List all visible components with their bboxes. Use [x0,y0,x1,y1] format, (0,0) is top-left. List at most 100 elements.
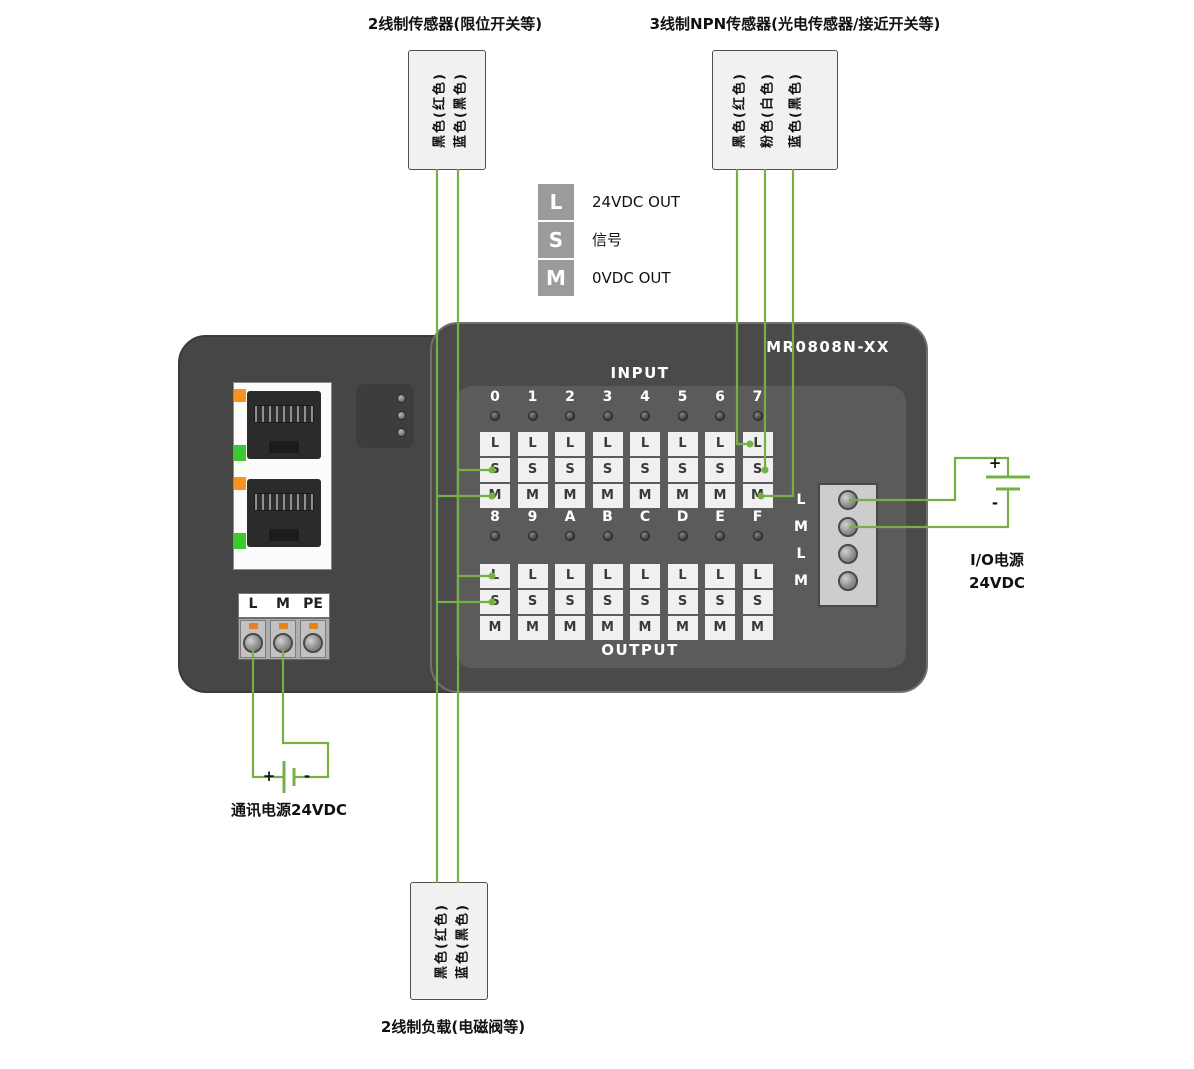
io-terminal-label: L [796,546,806,562]
output-terminal-m: M [480,616,510,640]
junction-dot [488,492,496,500]
power-terminal-label: L [248,596,258,612]
io-terminal-label: M [794,519,808,535]
junction-dot [488,572,496,580]
legend-key: S [538,222,574,258]
output-terminal-l: L [705,564,735,588]
input-channel-led [677,411,688,421]
output-channel-number: F [752,509,763,525]
io-screw-terminal [838,544,858,564]
output-terminal-s: S [630,590,660,614]
input-channel-number: 2 [565,389,575,405]
output-channel-number: B [602,509,613,525]
rj45-pins-icon [254,493,314,511]
output-terminal-m: M [555,616,585,640]
junction-dot [757,492,765,500]
device-model: MR0808N-XX [766,338,890,356]
comm-battery-plus-sign: + [262,767,276,785]
wire-comm-power-minus [281,648,330,779]
link-led-orange-2 [234,477,246,490]
input-terminal-l: L [667,432,698,456]
caption-2wire-sensor: 2线制传感器(限位开关等) [367,15,543,33]
output-channel-number: 8 [490,509,500,525]
input-terminal-m: M [517,484,548,508]
input-terminal-l: L [555,432,585,456]
output-channel-led [490,531,500,541]
output-channel-number: E [715,509,725,525]
wire-io-power-plus [848,456,1010,502]
output-channel-led [715,531,725,541]
rj45-port-1 [247,391,321,459]
caption-io-power-line1: I/O电源 [970,551,1024,569]
output-terminal-m: M [592,616,623,640]
terminal-release-button [279,623,288,629]
input-channel-number: 0 [490,389,500,405]
output-terminal-s: S [517,590,548,614]
output-terminal-s: S [555,590,585,614]
legend-key: M [538,260,574,296]
input-terminal-m: M [592,484,623,508]
input-terminal-l: L [480,432,510,456]
input-channel-led [640,411,650,421]
input-channel-led [565,411,575,421]
input-terminal-l: L [742,432,773,456]
output-terminal-l: L [555,564,585,588]
input-channel-led [752,411,763,421]
rj45-pins-icon [254,405,314,423]
input-channel-number: 6 [715,389,725,405]
rj45-port-2 [247,479,321,547]
output-channel-number: A [564,509,576,525]
io-battery-plus-sign: + [988,454,1002,472]
wire-color-box-2wire-load: 黑色(红色)蓝色(黑色) [410,882,488,1000]
input-terminal-s: S [555,458,585,482]
input-section-label: INPUT [610,364,670,382]
output-terminal-m: M [705,616,735,640]
input-terminal-m: M [630,484,660,508]
output-terminal-s: S [705,590,735,614]
power-terminal-label: M [276,596,290,612]
caption-2wire-load: 2线制负载(电磁阀等) [380,1018,526,1036]
status-led-3 [397,428,406,437]
output-terminal-m: M [667,616,698,640]
input-channel-led [715,411,725,421]
output-terminal-s: S [742,590,773,614]
io-terminal-label: L [796,492,806,508]
io-battery-minus-sign: - [991,494,999,512]
input-channel-led [527,411,538,421]
input-terminal-s: S [592,458,623,482]
input-channel-led [490,411,500,421]
screw-terminal [303,633,323,653]
output-channel-number: 9 [527,509,538,525]
input-terminal-s: S [517,458,548,482]
output-terminal-l: L [742,564,773,588]
output-terminal-s: S [667,590,698,614]
terminal-release-button [309,623,318,629]
output-channel-led [677,531,688,541]
legend-desc: 24VDC OUT [592,193,681,211]
power-terminal-label: PE [303,596,323,612]
legend-desc: 信号 [592,231,623,249]
input-terminal-l: L [705,432,735,456]
output-terminal-l: L [630,564,660,588]
input-terminal-s: S [705,458,735,482]
input-channel-number: 1 [527,389,538,405]
input-channel-number: 7 [752,389,763,405]
output-channel-led [565,531,575,541]
junction-dot [761,466,769,474]
power-terminal-cell [270,620,296,658]
output-channel-led [602,531,613,541]
input-terminal-l: L [517,432,548,456]
output-channel-number: C [639,509,651,525]
output-channel-led [640,531,650,541]
legend-key: L [538,184,574,220]
rj45-slot-icon [269,529,299,541]
output-section-label: OUTPUT [601,641,679,659]
input-terminal-m: M [667,484,698,508]
wires [251,168,1030,884]
input-channel-led [602,411,613,421]
junction-dot [488,598,496,606]
io-terminal-label: M [794,573,808,589]
wire-npn-blue [759,168,795,498]
